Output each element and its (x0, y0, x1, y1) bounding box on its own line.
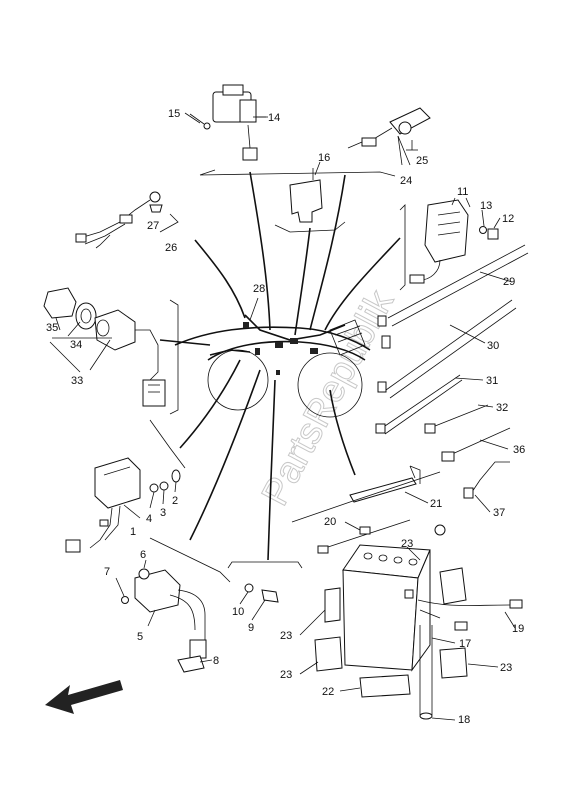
callout-11: 11 (457, 186, 468, 198)
part-21-battery-band (291, 465, 441, 523)
callout-23-top: 23 (401, 538, 413, 550)
callout-7: 7 (104, 566, 110, 578)
callout-22: 22 (322, 686, 334, 698)
bracket-coil (149, 537, 231, 583)
callout-9: 9 (248, 622, 254, 634)
callout-30: 30 (487, 340, 499, 352)
callout-1: 1 (130, 526, 136, 538)
callout-23-left: 23 (280, 630, 292, 642)
callout-10: 10 (232, 606, 244, 618)
leader-lines (49, 112, 516, 721)
part-23-battery-pads (314, 567, 468, 698)
callout-21: 21 (430, 498, 442, 510)
part-25-ignition-coil-connector (347, 107, 431, 166)
callout-23-right: 23 (500, 662, 512, 674)
callout-18: 18 (458, 714, 470, 726)
part-26-lead-wire (75, 191, 179, 249)
callout-27: 27 (147, 220, 159, 232)
part-1-rectifier-regulator (65, 457, 181, 553)
callout-13: 13 (480, 200, 492, 212)
callout-labels: 14 15 16 25 24 11 13 12 27 26 29 28 35 3… (46, 108, 525, 726)
callout-5: 5 (137, 631, 143, 643)
front-direction-arrow-icon (45, 680, 123, 714)
callout-23-bottom: 23 (280, 669, 292, 681)
part-33-main-switch (43, 287, 179, 415)
callout-12: 12 (502, 213, 514, 225)
callout-29: 29 (503, 276, 515, 288)
callout-32: 32 (496, 402, 508, 414)
callout-33: 33 (71, 375, 83, 387)
part-9-neutral-switch (227, 561, 303, 603)
callout-3: 3 (160, 507, 166, 519)
callout-34: 34 (70, 339, 82, 351)
callout-17: 17 (459, 638, 471, 650)
part-20-battery-lead (317, 519, 446, 554)
callout-35: 35 (46, 322, 58, 334)
part-29-30-cable-bands (375, 244, 529, 499)
part-5-ignition-coil (121, 568, 207, 673)
callout-25: 25 (416, 155, 428, 167)
callout-24: 24 (400, 175, 412, 187)
callout-31: 31 (486, 375, 498, 387)
part-11-cdi-unit (399, 197, 499, 291)
part-14-starter-relay (189, 84, 268, 161)
callout-15: 15 (168, 108, 180, 120)
harness-lines (159, 171, 401, 561)
callout-19: 19 (512, 623, 524, 635)
bracket-top (199, 169, 396, 177)
callout-4: 4 (146, 513, 152, 525)
callout-6: 6 (140, 549, 146, 561)
callout-36: 36 (513, 444, 525, 456)
bracket-left (149, 419, 186, 469)
callout-8: 8 (213, 655, 219, 667)
callout-2: 2 (172, 495, 178, 507)
callout-16: 16 (318, 152, 330, 164)
callout-28: 28 (253, 283, 265, 295)
frame-harness-center (174, 314, 371, 418)
part-18-breather-hose (419, 625, 433, 720)
battery-box (342, 544, 523, 672)
callout-14: 14 (268, 112, 280, 124)
callout-20: 20 (324, 516, 336, 528)
part-16-cap (274, 168, 346, 233)
callout-26: 26 (165, 242, 177, 254)
callout-37: 37 (493, 507, 505, 519)
